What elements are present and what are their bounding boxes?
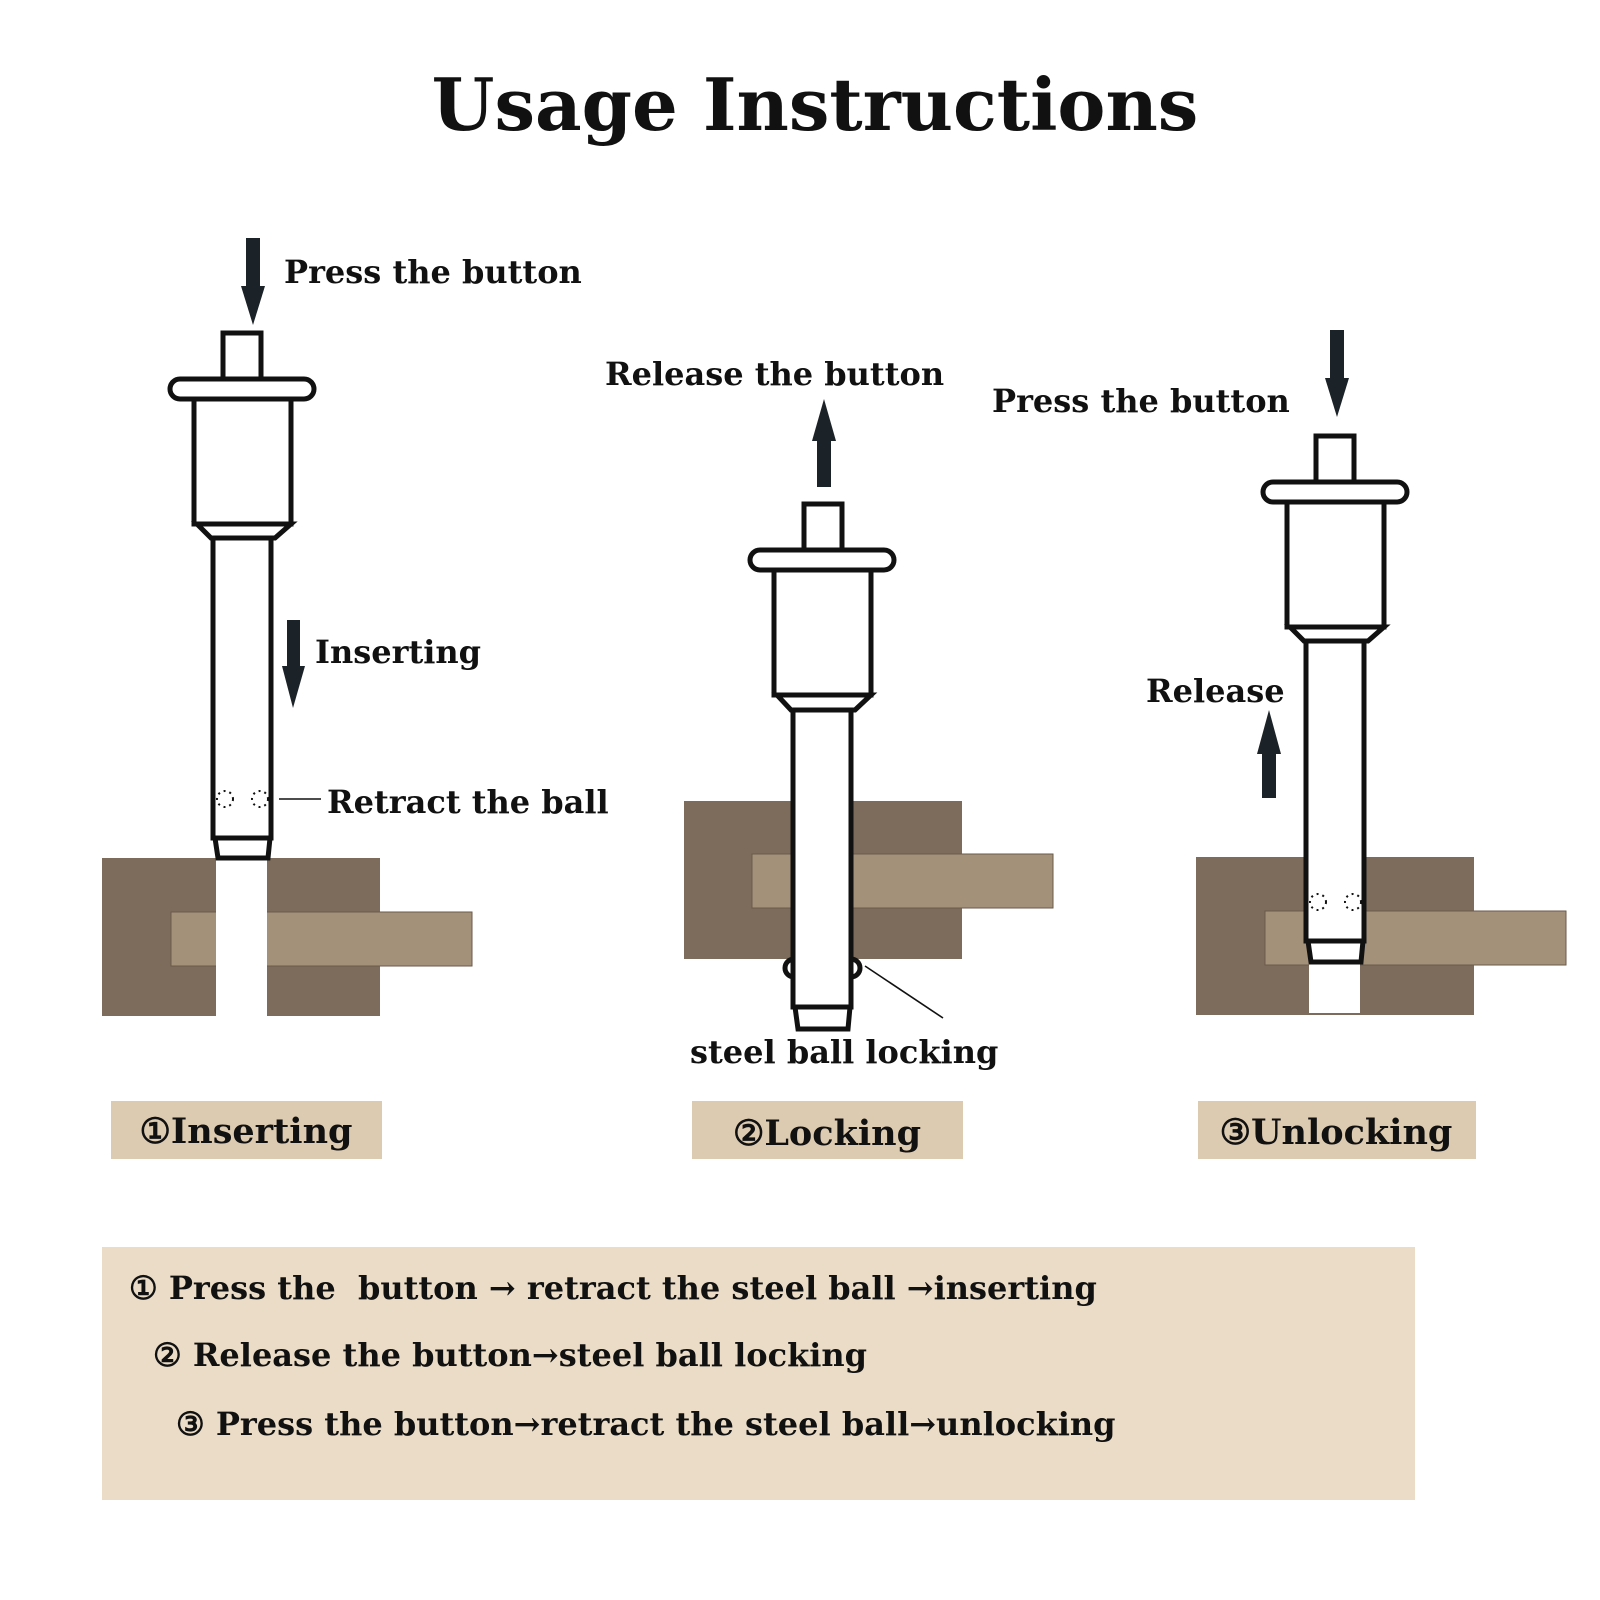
pin-shaft bbox=[1303, 638, 1367, 944]
pin-flange bbox=[167, 376, 317, 402]
ball-lock-pin bbox=[747, 501, 897, 1032]
step-label-unlocking: ③Unlocking bbox=[1220, 1112, 1453, 1153]
pin-button bbox=[1313, 433, 1357, 485]
pin-shaft bbox=[790, 707, 854, 1010]
release-button-label: Release the button bbox=[605, 355, 944, 393]
pin-button bbox=[801, 501, 845, 553]
pin-tip bbox=[1305, 938, 1366, 965]
summary-background bbox=[102, 1247, 1415, 1500]
step-tag-inserting bbox=[111, 1101, 382, 1159]
summary-line-3: ③ Press the button→retract the steel bal… bbox=[176, 1405, 1116, 1443]
pin-flange bbox=[1260, 479, 1410, 505]
pin-taper bbox=[1283, 624, 1391, 644]
pin-shaft bbox=[210, 535, 274, 841]
pin-body bbox=[771, 567, 874, 698]
up-arrow-icon bbox=[812, 399, 836, 487]
step-tag-unlocking bbox=[1198, 1101, 1476, 1159]
panel-unlocking: Press the button Release ③Unlocking bbox=[992, 330, 1567, 1159]
pin-taper bbox=[190, 521, 298, 541]
down-arrow-icon bbox=[282, 620, 305, 708]
summary-box: ① Press the button → retract the steel b… bbox=[102, 1247, 1415, 1500]
ball-lock-pin bbox=[1260, 433, 1410, 965]
pin-taper bbox=[771, 692, 878, 713]
insert-hole bbox=[216, 858, 267, 1016]
retracted-ball-dots bbox=[1309, 893, 1362, 911]
step-tag-locking bbox=[692, 1101, 963, 1159]
retract-ball-label: Retract the ball bbox=[327, 783, 609, 821]
down-arrow-icon bbox=[1325, 330, 1349, 417]
pin-flange bbox=[747, 547, 897, 573]
summary-line-2: ② Release the button→steel ball locking bbox=[153, 1336, 867, 1374]
press-button-label: Press the button bbox=[284, 253, 582, 291]
pin-button bbox=[220, 330, 264, 382]
down-arrow-icon bbox=[241, 238, 265, 325]
panel-locking: Release the button steel ball locking ②L… bbox=[605, 355, 1054, 1159]
up-arrow-icon bbox=[1257, 710, 1281, 798]
pin-body bbox=[191, 396, 294, 527]
inserting-label: Inserting bbox=[315, 633, 481, 671]
pin-body bbox=[1284, 499, 1387, 630]
steel-ball-locking-label: steel ball locking bbox=[690, 1033, 998, 1071]
leader-line bbox=[864, 965, 944, 1019]
step-label-locking: ②Locking bbox=[733, 1113, 921, 1154]
panel-inserting: Press the button Inserting Retract the b… bbox=[102, 238, 609, 1159]
release-label: Release bbox=[1146, 672, 1285, 710]
press-button-label: Press the button bbox=[992, 382, 1290, 420]
step-label-inserting: ①Inserting bbox=[140, 1111, 353, 1152]
pin-tip bbox=[792, 1004, 853, 1032]
pin-tip bbox=[212, 835, 273, 861]
ball-lock-pin bbox=[167, 330, 317, 861]
summary-line-1: ① Press the button → retract the steel b… bbox=[129, 1269, 1097, 1307]
page-title: Usage Instructions bbox=[432, 62, 1199, 147]
retracted-ball-dots bbox=[216, 790, 269, 808]
